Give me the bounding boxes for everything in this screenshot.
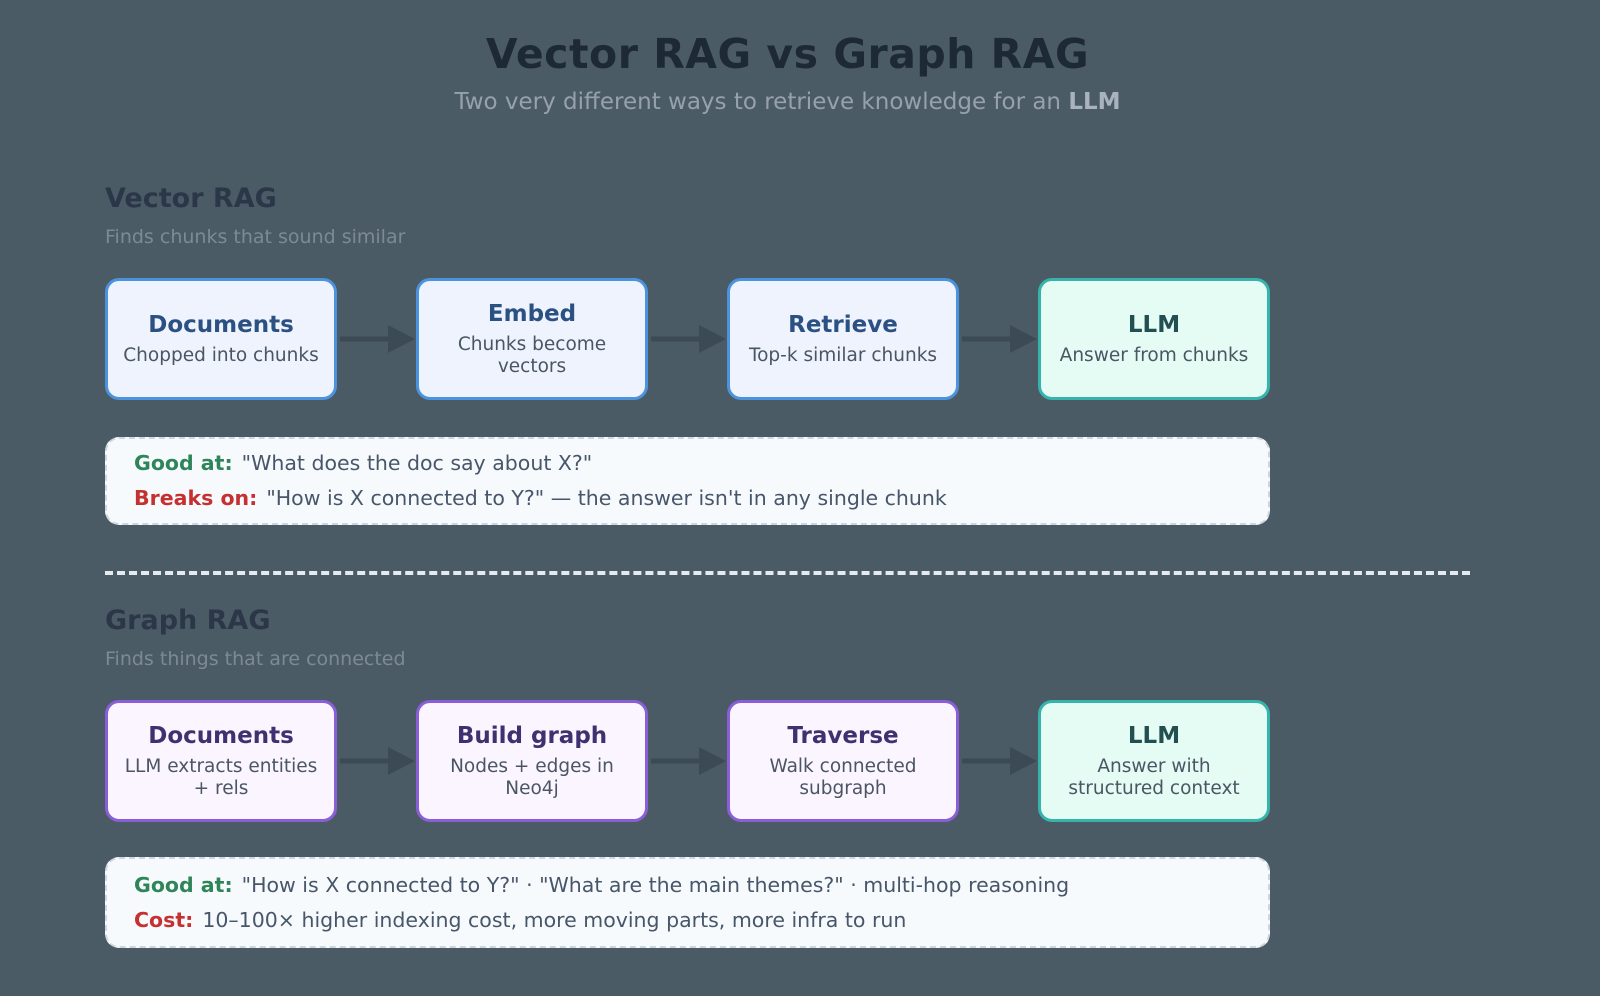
callout-line: Good at: "How is X connected to Y?" · "Wh… <box>134 868 1241 903</box>
diagram-canvas: Vector RAG vs Graph RAG Two very differe… <box>105 0 1470 996</box>
box-title: LLM <box>1127 722 1181 749</box>
box-desc: Nodes + edges in Neo4j <box>450 755 614 799</box>
section-divider <box>105 571 1470 575</box>
graph-box-llm: LLM Answer with structured context <box>1038 700 1270 822</box>
arrow-right-icon <box>648 278 727 400</box>
callout-line: Cost: 10–100× higher indexing cost, more … <box>134 903 1241 938</box>
box-desc: Chopped into chunks <box>123 344 319 366</box>
callout-text: "How is X connected to Y?" · "What are t… <box>241 872 1070 897</box>
box-title: Documents <box>148 722 294 749</box>
box-desc: Chunks become vectors <box>457 333 607 377</box>
box-title: Build graph <box>456 722 608 749</box>
box-title: LLM <box>1127 311 1181 338</box>
page-subtitle-text: Two very different ways to retrieve know… <box>454 89 1069 115</box>
good-at-label: Good at: <box>134 872 233 897</box>
good-at-label: Good at: <box>134 451 233 475</box>
box-desc: Answer from chunks <box>1059 344 1249 366</box>
graph-box-build-graph: Build graph Nodes + edges in Neo4j <box>416 700 648 822</box>
breaks-on-label: Breaks on: <box>134 486 258 510</box>
box-title: Retrieve <box>788 311 898 338</box>
graph-pipeline-row: Documents LLM extracts entities + rels B… <box>105 700 1270 822</box>
graph-section-tagline: Finds things that are connected <box>105 648 406 670</box>
box-title: Embed <box>487 300 577 327</box>
arrow-right-icon <box>337 700 416 822</box>
graph-box-traverse: Traverse Walk connected subgraph <box>727 700 959 822</box>
callout-text: "What does the doc say about X?" <box>241 451 593 475</box>
page-subtitle-llm: LLM <box>1068 89 1121 115</box>
callout-text: 10–100× higher indexing cost, more movin… <box>202 907 907 932</box>
page-title: Vector RAG vs Graph RAG <box>485 30 1090 78</box>
graph-box-documents: Documents LLM extracts entities + rels <box>105 700 337 822</box>
vector-callout-card: Good at: "What does the doc say about X?"… <box>105 437 1270 525</box>
vector-pipeline-row: Documents Chopped into chunks Embed Chun… <box>105 278 1270 400</box>
page-subtitle: Two very different ways to retrieve know… <box>105 89 1470 115</box>
graph-callout-card: Good at: "How is X connected to Y?" · "Wh… <box>105 857 1270 948</box>
box-desc: Answer with structured context <box>1068 755 1240 799</box>
vector-box-documents: Documents Chopped into chunks <box>105 278 337 400</box>
box-title: Documents <box>148 311 294 338</box>
vector-section-heading: Vector RAG <box>105 183 277 214</box>
box-desc: Top-k similar chunks <box>748 344 938 366</box>
callout-text: "How is X connected to Y?" — the answer … <box>266 486 947 510</box>
callout-line: Breaks on: "How is X connected to Y?" — t… <box>134 481 1241 516</box>
graph-section-heading: Graph RAG <box>105 605 271 636</box>
vector-box-llm: LLM Answer from chunks <box>1038 278 1270 400</box>
arrow-right-icon <box>337 278 416 400</box>
box-title: Traverse <box>787 722 899 749</box>
callout-line: Good at: "What does the doc say about X?" <box>134 446 1241 481</box>
arrow-right-icon <box>648 700 727 822</box>
box-desc: LLM extracts entities + rels <box>124 755 318 799</box>
arrow-right-icon <box>959 700 1038 822</box>
vector-section-tagline: Finds chunks that sound similar <box>105 226 406 248</box>
arrow-right-icon <box>959 278 1038 400</box>
box-desc: Walk connected subgraph <box>769 755 917 799</box>
vector-box-retrieve: Retrieve Top-k similar chunks <box>727 278 959 400</box>
cost-label: Cost: <box>134 907 194 932</box>
vector-box-embed: Embed Chunks become vectors <box>416 278 648 400</box>
